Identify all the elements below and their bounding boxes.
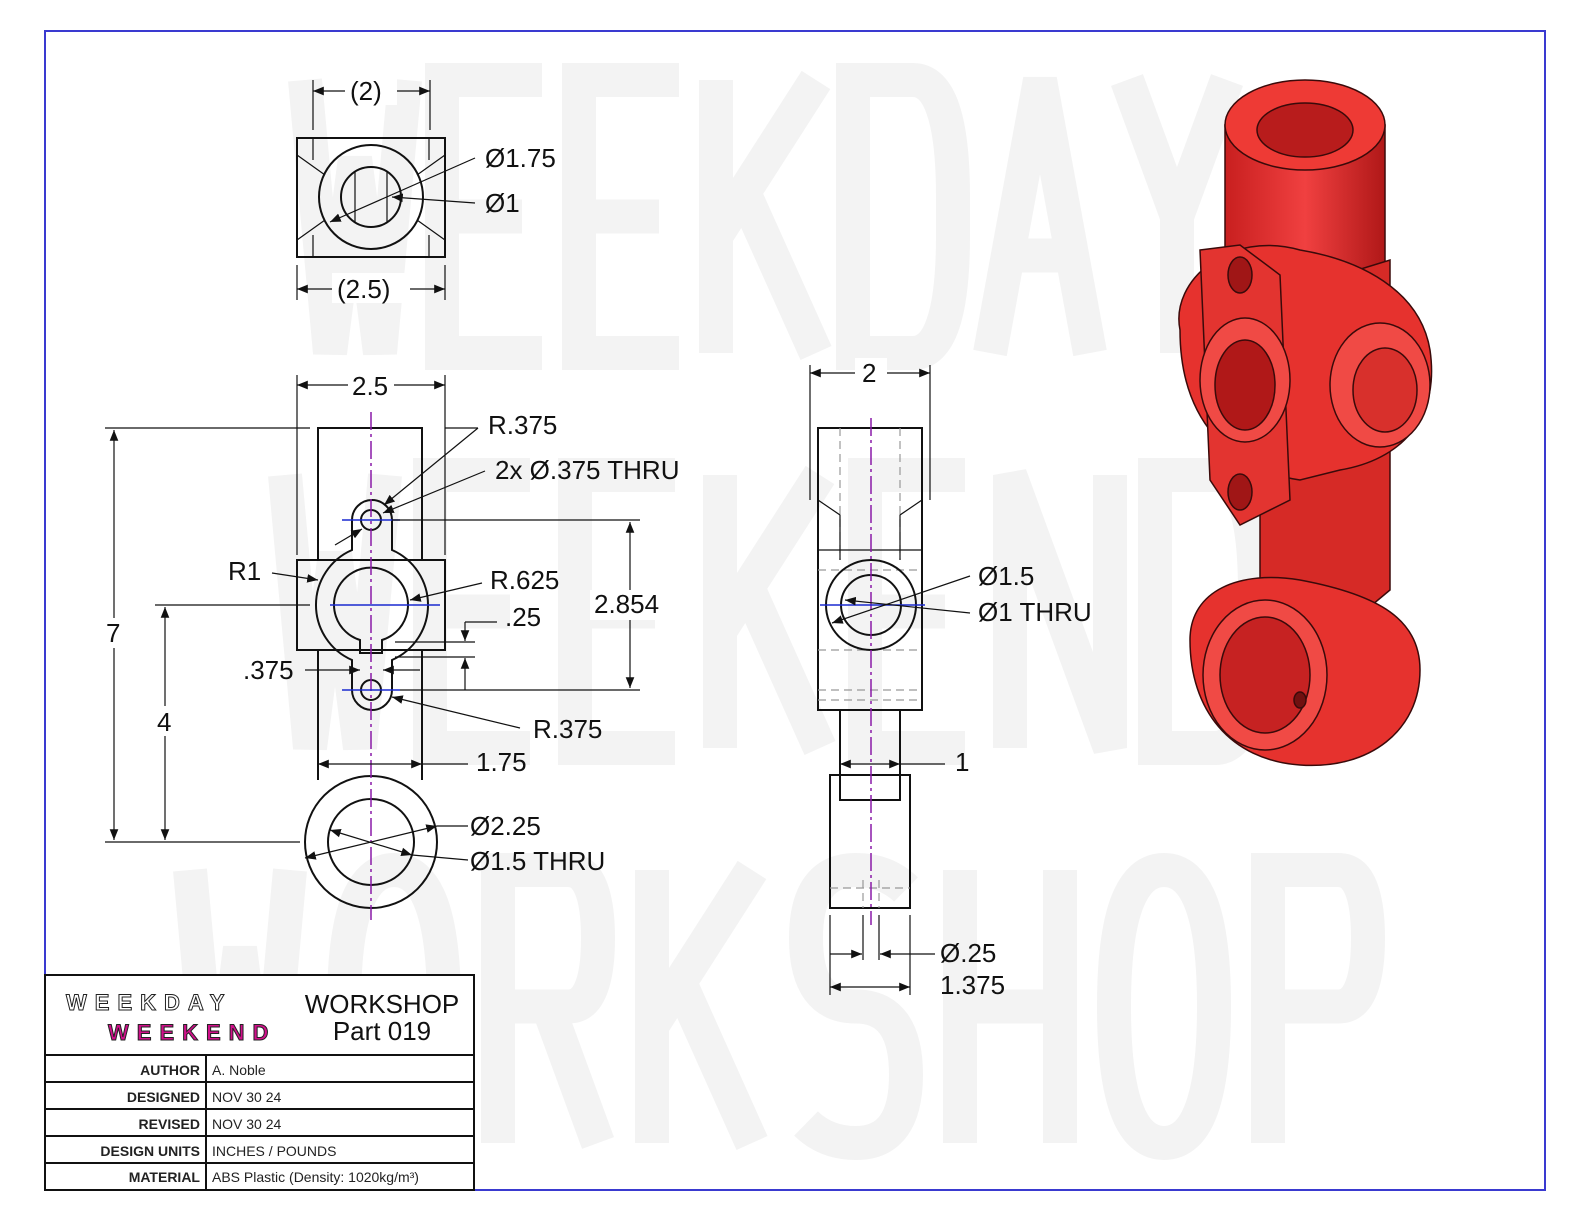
dim-stem: 1 — [955, 747, 969, 777]
dim-top-outer: Ø1.75 — [485, 143, 556, 173]
dim-side-outer: Ø1.5 — [978, 561, 1034, 591]
dim-spacing: 2.854 — [594, 589, 659, 619]
dim-front-lower: 4 — [157, 707, 171, 737]
top-view: (2) (2.5) Ø1.75 Ø1 — [296, 75, 556, 304]
watermark-letter-n — [1010, 475, 1110, 748]
dim-top-depth: (2.5) — [337, 274, 390, 304]
label-author: AUTHOR — [140, 1062, 200, 1078]
isometric-3d-model — [1178, 79, 1433, 767]
dim-r-bottom: R.375 — [533, 714, 602, 744]
value-revised: NOV 30 24 — [212, 1116, 281, 1132]
watermark-letter-k — [720, 475, 820, 748]
watermark-letter-r — [498, 870, 598, 1143]
dim-r-mid: R.625 — [490, 565, 559, 595]
part-number: Part 019 — [333, 1016, 431, 1046]
label-revised: REVISED — [139, 1116, 200, 1132]
watermark-letter-h — [960, 870, 1060, 1143]
watermark-letter-s — [806, 870, 906, 1143]
watermark-letter-e — [579, 80, 679, 353]
sheet-border — [44, 30, 1546, 1191]
dim-top-inner: Ø1 — [485, 188, 520, 218]
dim-body-width: 1.75 — [476, 747, 527, 777]
title: WORKSHOP — [305, 989, 460, 1019]
dim-side-width: 2 — [862, 358, 876, 388]
dim-block: 1.375 — [940, 970, 1005, 1000]
logo-weekday: WEEKDAY — [66, 990, 232, 1015]
dim-ring-outer: Ø2.25 — [470, 811, 541, 841]
title-block: WEEKDAY WEEKEND WORKSHOP Part 019 AUTHOR… — [44, 974, 475, 1191]
side-view: 2 Ø1.5 Ø1 THRU 1 Ø.25 1.375 — [809, 358, 1092, 1000]
watermark-letter-e — [430, 475, 530, 748]
value-material: ABS Plastic (Density: 1020kg/m³) — [212, 1169, 419, 1185]
watermark-letter-e — [442, 80, 542, 353]
label-units: DESIGN UNITS — [100, 1143, 200, 1159]
watermark-letter-w — [285, 475, 385, 748]
watermark-letter-a — [990, 80, 1090, 353]
watermark-letter-k — [652, 870, 752, 1143]
dim-slot-width: .375 — [243, 655, 294, 685]
dim-slot: .25 — [505, 602, 541, 632]
label-designed: DESIGNED — [127, 1089, 200, 1105]
dim-holes: 2x Ø.375 THRU — [495, 455, 679, 485]
dim-front-width: 2.5 — [352, 371, 388, 401]
watermark-letter-w — [305, 80, 405, 353]
dim-r1: R1 — [228, 556, 261, 586]
logo-weekend: WEEKEND — [108, 1020, 276, 1045]
label-material: MATERIAL — [129, 1169, 201, 1185]
front-view: 2.5 7 4 R.375 2x Ø.375 THRU R1 R.625 .25… — [100, 370, 679, 920]
value-units: INCHES / POUNDS — [212, 1143, 336, 1159]
dim-ring-inner: Ø1.5 THRU — [470, 846, 605, 876]
dim-top-width: (2) — [350, 76, 382, 106]
dim-side-inner: Ø1 THRU — [978, 597, 1092, 627]
watermark-letter-y — [1127, 80, 1227, 353]
watermark-letter-d — [853, 80, 953, 353]
value-author: A. Noble — [212, 1062, 266, 1078]
watermark-letter-k — [716, 80, 816, 353]
dim-pin: Ø.25 — [940, 938, 996, 968]
watermark-letter-p — [1268, 870, 1368, 1143]
dim-r-top: R.375 — [488, 410, 557, 440]
value-designed: NOV 30 24 — [212, 1089, 281, 1105]
watermark-letter-o — [1114, 870, 1214, 1143]
dim-front-height: 7 — [106, 618, 120, 648]
